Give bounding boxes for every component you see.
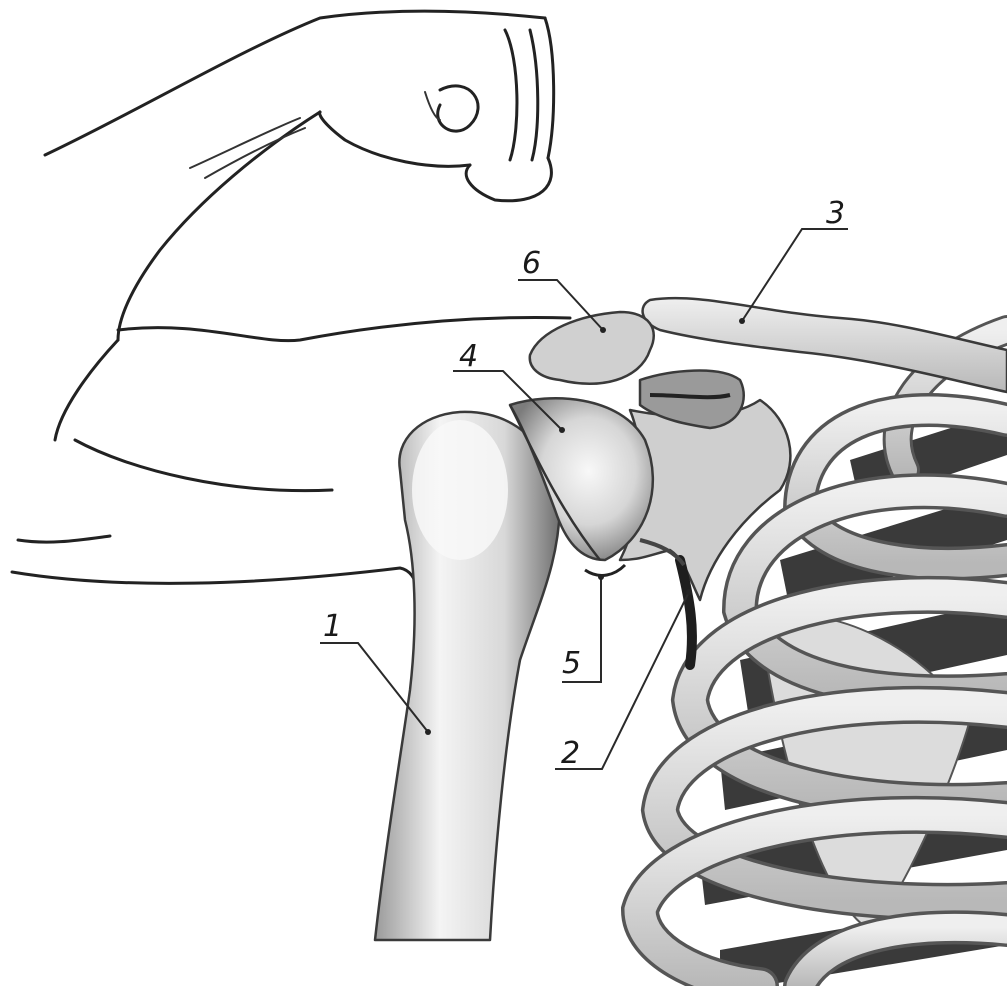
callout-1-humerus: 1	[323, 609, 342, 644]
callout-6-acromion: 6	[522, 246, 541, 281]
callout-4-humeral-head: 4	[459, 339, 478, 374]
callout-3-clavicle: 3	[826, 196, 845, 231]
callout-5: 5	[562, 646, 581, 681]
humerus	[375, 412, 560, 940]
callout-2: 2	[561, 736, 580, 771]
